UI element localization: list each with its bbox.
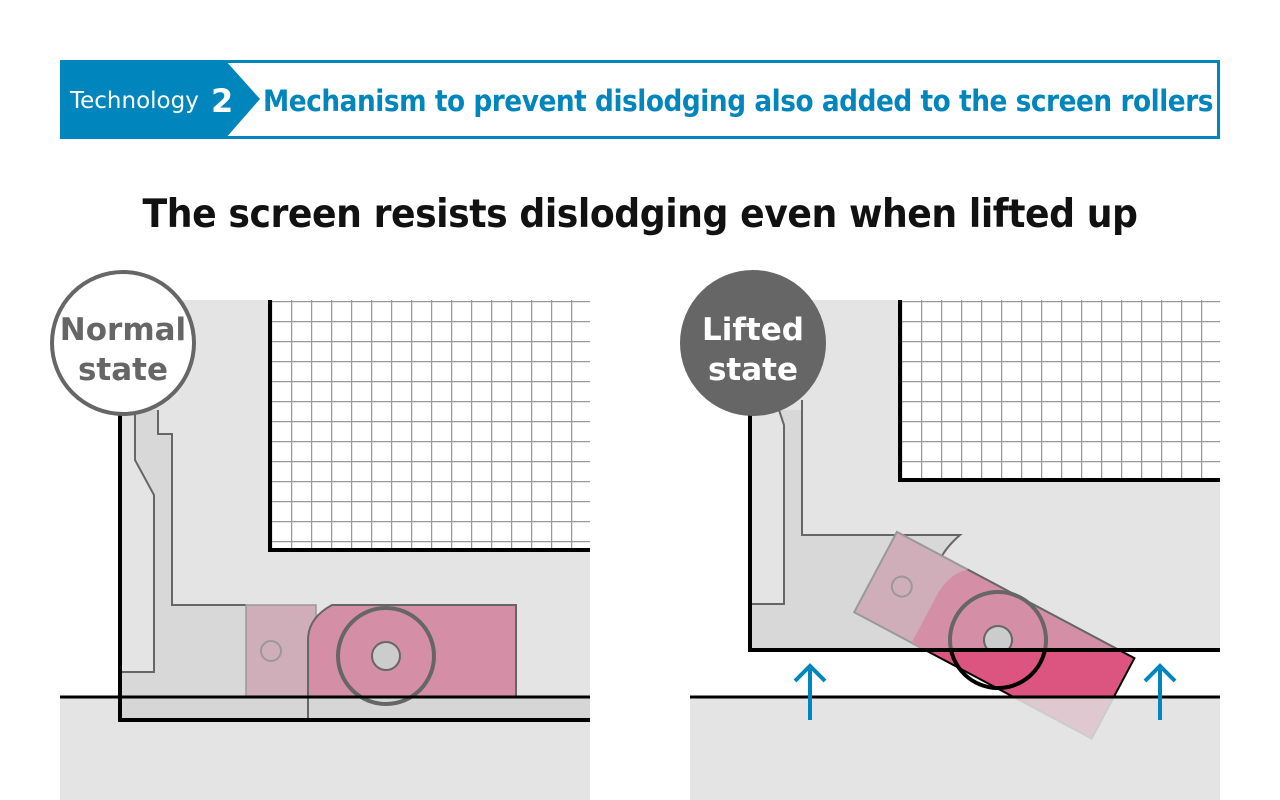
lift-arrow-icon — [793, 663, 827, 720]
banner-number: 2 — [211, 82, 233, 120]
roller-housing — [245, 604, 517, 720]
banner-title: Mechanism to prevent dislodging also add… — [263, 84, 1213, 118]
floor — [690, 697, 1220, 800]
banner-label: Technology — [69, 88, 199, 114]
main-title: The screen resists dislodging even when … — [143, 192, 1138, 237]
screen-mesh — [900, 300, 1220, 480]
frame-channel — [120, 300, 246, 697]
pivot-pin — [260, 640, 282, 662]
lifted-state-diagram — [690, 300, 1220, 800]
screen-mesh — [270, 300, 590, 550]
normal-state-badge: Normal state — [50, 270, 196, 416]
roller-wheel — [336, 606, 436, 706]
technology-banner: Technology 2 Mechanism to prevent dislod… — [60, 60, 1220, 139]
lift-arrow-icon — [1143, 663, 1177, 720]
svg-text:state: state — [708, 352, 798, 388]
svg-text:Normal: Normal — [60, 312, 186, 348]
svg-text:Lifted: Lifted — [702, 312, 804, 348]
normal-state-diagram — [60, 300, 590, 800]
roller-axle — [371, 641, 401, 671]
banner-chevron — [60, 60, 260, 139]
svg-text:state: state — [78, 352, 168, 388]
lifted-state-badge: Lifted state — [680, 270, 826, 416]
